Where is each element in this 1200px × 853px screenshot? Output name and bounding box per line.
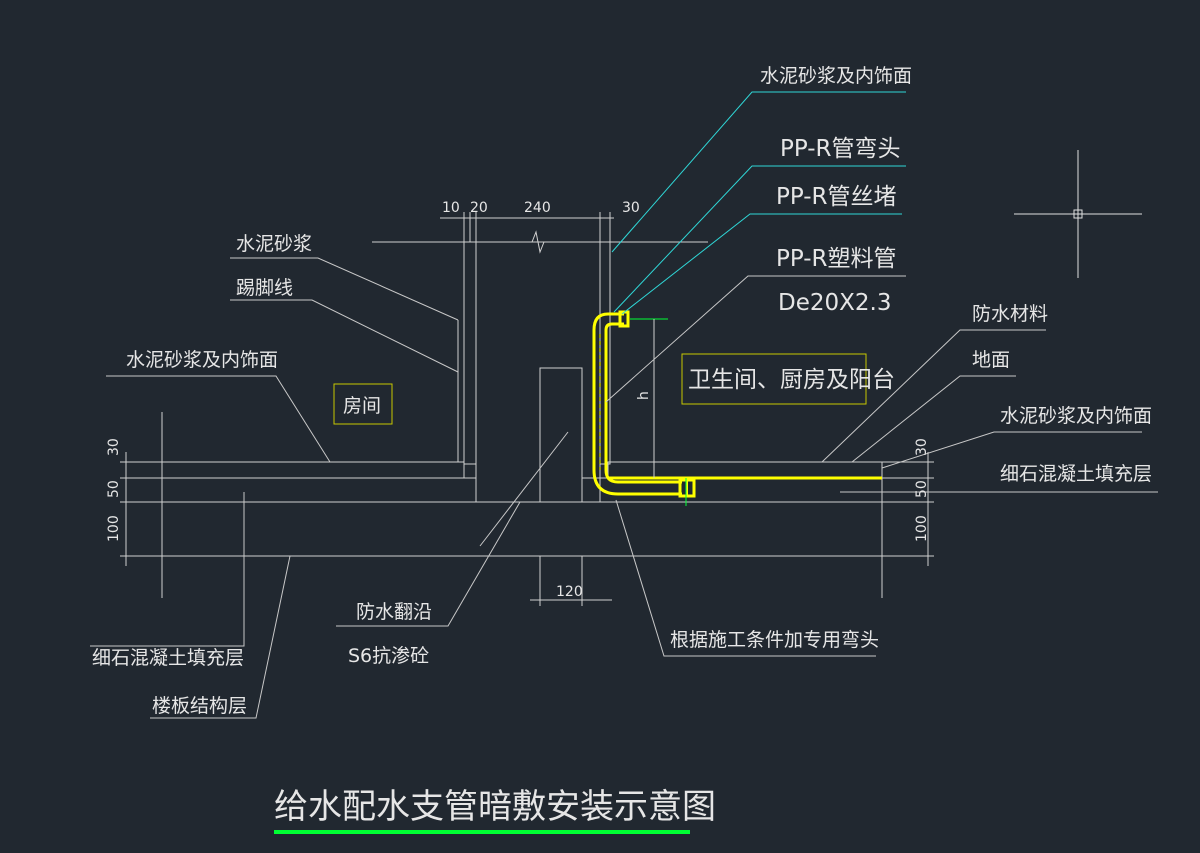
dim-top-10: 10 (442, 200, 460, 216)
dim-left-50: 50 (106, 480, 122, 498)
left-fill-layer (161, 477, 477, 503)
drawing-title: 给水配水支管暗敷安装示意图 (274, 787, 716, 827)
waterproof-curb (539, 367, 583, 503)
dim-top-240: 240 (524, 200, 551, 216)
label-left-mortar: 水泥砂浆 (236, 233, 312, 255)
dim-left-100: 100 (106, 515, 122, 542)
label-left-fill-layer: 细石混凝土填充层 (92, 647, 244, 669)
label-floor-surface: 地面 (972, 349, 1010, 371)
dim-top-20: 20 (470, 200, 488, 216)
label-ppr-pipe: PP-R塑料管 (776, 246, 897, 272)
label-slab-layer: 楼板结构层 (152, 695, 247, 717)
crosshair-cursor-icon (1014, 150, 1142, 278)
dimension-text: 10 20 240 30 30 50 100 30 50 100 120 h (106, 200, 930, 600)
dim-top-30: 30 (622, 200, 640, 216)
label-s6-concrete: S6抗渗砼 (348, 645, 429, 667)
dimension-lines (120, 212, 934, 606)
wet-area-label-box (681, 353, 867, 405)
slab-layer (161, 501, 883, 557)
leader-lines (90, 91, 1158, 719)
label-wet-area: 卫生间、厨房及阳台 (688, 367, 895, 393)
wall-hatch (475, 241, 601, 503)
label-waterproof-curb: 防水翻沿 (356, 601, 432, 623)
dim-left-30: 30 (106, 438, 122, 456)
dim-bottom-120: 120 (556, 584, 583, 600)
dim-right-30: 30 (914, 438, 930, 456)
right-finish-layer (607, 461, 883, 479)
label-right-fill-layer: 细石混凝土填充层 (1000, 463, 1152, 485)
wall-left-mortar (463, 241, 477, 465)
label-special-elbow: 根据施工条件加专用弯头 (670, 629, 879, 651)
room-label-box (333, 383, 393, 425)
dim-height-h: h (636, 391, 652, 400)
label-left-mortar-finish: 水泥砂浆及内饰面 (126, 349, 278, 371)
label-skirting: 踢脚线 (236, 277, 293, 299)
label-room: 房间 (343, 395, 381, 417)
label-right-mortar-finish: 水泥砂浆及内饰面 (1000, 405, 1152, 427)
labels: 水泥砂浆及内饰面 PP-R管弯头 PP-R管丝堵 PP-R塑料管 De20X2.… (92, 65, 1152, 717)
label-ppr-elbow: PP-R管弯头 (780, 136, 901, 162)
dim-right-100: 100 (914, 515, 930, 542)
left-finish-layer (161, 461, 465, 479)
dim-right-50: 50 (914, 480, 930, 498)
label-pipe-spec: De20X2.3 (778, 290, 891, 316)
floor-structure (161, 461, 883, 557)
label-top-mortar-finish: 水泥砂浆及内饰面 (760, 65, 912, 87)
label-ppr-plug: PP-R管丝堵 (776, 184, 897, 210)
label-waterproof-material: 防水材料 (972, 303, 1048, 325)
